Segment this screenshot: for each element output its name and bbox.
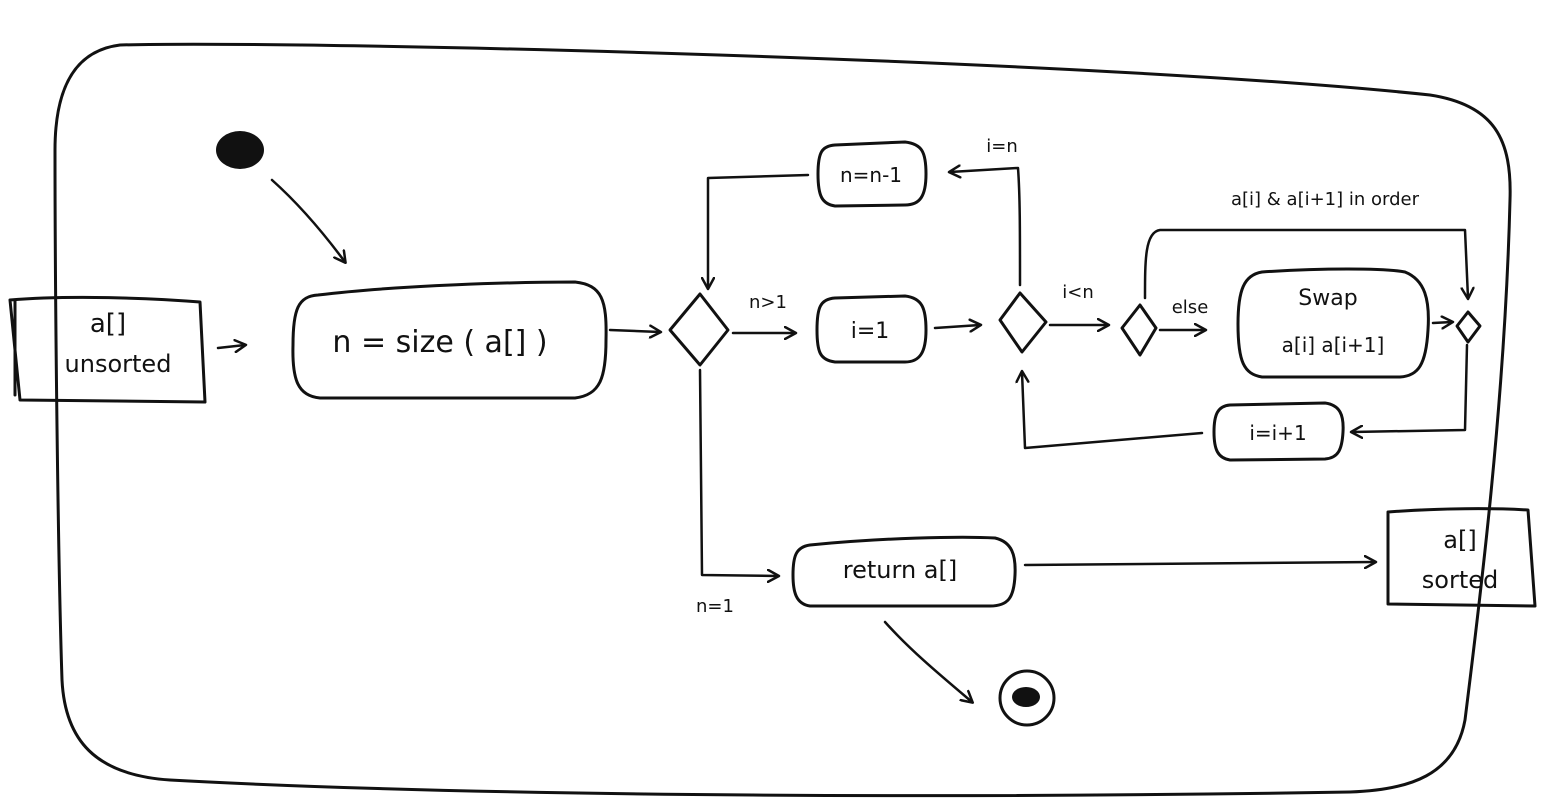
- action-return: return a[]: [791, 535, 1017, 608]
- merge-node: [1455, 310, 1482, 344]
- edge-merge-to-increment: [1352, 343, 1469, 432]
- action-swap: Swap a[i] a[i+1]: [1236, 267, 1430, 379]
- guard-in-order: a[i] & a[i+1] in order: [1231, 189, 1420, 210]
- edge-order-in-order-to-merge: [1143, 228, 1468, 298]
- edge-increment-to-decision-i: [1022, 372, 1204, 450]
- action-increment-i-label: i=i+1: [1249, 421, 1306, 445]
- guard-i-eq-n: i=n: [986, 136, 1018, 157]
- guard-n-gt-1: n>1: [749, 292, 787, 313]
- guard-n-eq-1: n=1: [696, 596, 734, 617]
- edge-swap-to-merge: [1431, 322, 1452, 323]
- edge-input-to-size: [216, 345, 245, 348]
- action-init-i-label: i=1: [851, 319, 890, 344]
- edge-init-i-to-decision-i: [933, 325, 980, 328]
- action-return-label: return a[]: [843, 556, 957, 584]
- action-size-label: n = size ( a[] ): [332, 325, 547, 360]
- output-object-label-state: sorted: [1422, 566, 1498, 594]
- input-object-label-name: a[]: [90, 309, 126, 339]
- edge-return-to-output: [1023, 562, 1375, 565]
- decision-n: [668, 292, 730, 367]
- action-init-i: i=1: [815, 294, 928, 364]
- action-swap-label-verb: Swap: [1298, 286, 1357, 311]
- input-object-label-state: unsorted: [65, 350, 172, 378]
- edge-initial-to-size: [270, 178, 345, 262]
- edge-size-to-decision: [608, 330, 660, 332]
- output-object-sorted: a[] sorted: [1386, 507, 1537, 608]
- input-object-unsorted: a[] unsorted: [8, 295, 207, 404]
- edge-decision-n-to-return: [698, 368, 778, 576]
- action-decrement-n-label: n=n-1: [840, 163, 902, 187]
- decision-order: [1120, 303, 1158, 357]
- edge-return-to-final: [883, 620, 972, 702]
- final-node: [998, 669, 1056, 727]
- action-swap-label-operands: a[i] a[i+1]: [1282, 333, 1385, 357]
- activity-frame: [53, 42, 1512, 798]
- initial-node: [216, 131, 264, 169]
- action-decrement-n: n=n-1: [816, 140, 928, 208]
- edge-decrement-to-decision-n: [708, 173, 810, 288]
- guard-i-lt-n: i<n: [1062, 282, 1094, 303]
- guard-else: else: [1172, 297, 1209, 318]
- output-object-label-name: a[]: [1443, 526, 1476, 554]
- action-size: n = size ( a[] ): [291, 280, 608, 400]
- decision-i: [998, 291, 1048, 354]
- edge-decision-i-to-decrement: [950, 168, 1022, 287]
- action-increment-i: i=i+1: [1212, 401, 1345, 462]
